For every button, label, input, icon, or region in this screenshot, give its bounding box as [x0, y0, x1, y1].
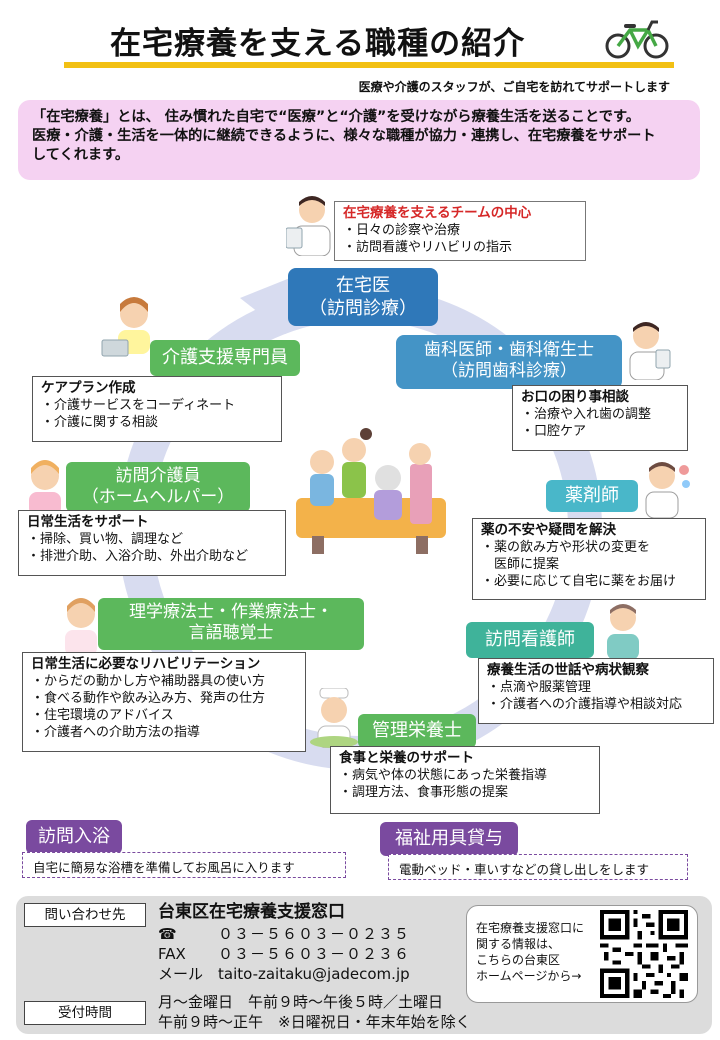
role-label-therapist: 理学療法士・作業療法士・ 言語聴覚士	[98, 598, 364, 650]
doctor-avatar	[286, 196, 331, 256]
list-item: ・薬の飲み方や形状の変更を	[481, 540, 651, 555]
page-subtitle: 医療や介護のスタッフが、ご自宅を訪れてサポートします	[358, 80, 670, 94]
role-label-pharmacist: 薬剤師	[546, 480, 638, 512]
pharmacist-info-box: 薬の不安や疑問を解決 ・薬の飲み方や形状の変更を 医師に提案 ・必要に応じて自宅…	[472, 518, 706, 600]
list-item: ・住宅環境のアドバイス	[31, 708, 174, 723]
nurse-info-box: 療養生活の世話や病状観察 ・点滴や服薬管理 ・介護者への介護指導や相談対応	[478, 658, 714, 724]
office-name: 台東区在宅療養支援窓口	[158, 902, 345, 922]
list-item: ・介護者への介護指導や相談対応	[487, 697, 683, 712]
role-label-care-manager: 介護支援専門員	[150, 340, 300, 376]
family-illustration	[296, 428, 446, 554]
therapist-avatar	[65, 598, 97, 656]
list-item: ・病気や体の状態にあった栄養指導	[339, 768, 548, 783]
role-label-line: （ホームヘルパー）	[81, 487, 235, 507]
intro-line: 医療・介護・生活を一体的に継続できるように、様々な職種が協力・連携し、在宅療養を…	[32, 128, 656, 144]
page-title: 在宅療養を支える職種の紹介	[110, 26, 526, 62]
service-desc-bath: 自宅に簡易な浴槽を準備してお風呂に入ります	[22, 852, 346, 878]
list-item: ・食べる動作や飲み込み方、発声の仕方	[31, 691, 266, 706]
therapist-info-box: 日常生活に必要なリハビリテーション ・からだの動かし方や補助器具の使い方 ・食べ…	[22, 652, 306, 752]
intro-panel: 「在宅療養」とは、 住み慣れた自宅で“医療”と“介護”を受けながら療養生活を送る…	[18, 100, 700, 180]
care-manager-info-box: ケアプラン作成 ・介護サービスをコーディネート ・介護に関する相談	[32, 376, 282, 442]
list-item: ・調理方法、食事形態の提案	[339, 785, 509, 800]
dietitian-info-box: 食事と栄養のサポート ・病気や体の状態にあった栄養指導 ・調理方法、食事形態の提…	[330, 746, 600, 814]
role-label-line: 訪問介護員	[115, 466, 201, 486]
service-desc-equipment: 電動ベッド・車いすなどの貸し出しをします	[388, 854, 688, 880]
qr-text-line: こちらの台東区	[476, 953, 561, 967]
mail-label: メール	[158, 965, 204, 983]
intro-line: 「在宅療養」とは、 住み慣れた自宅で“医療”と“介護”を受けながら療養生活を送る…	[32, 109, 640, 125]
telephone-icon: ☎	[158, 925, 177, 943]
list-item: 医師に提案	[481, 557, 560, 572]
role-label-line: 歯科医師・歯科衛生士	[424, 340, 594, 360]
qr-code-icon[interactable]	[600, 910, 688, 998]
role-label-doctor: 在宅医 （訪問診療）	[288, 268, 438, 326]
list-item: ・点滴や服薬管理	[487, 680, 592, 695]
role-label-dentist: 歯科医師・歯科衛生士 （訪問歯科診療）	[396, 335, 622, 389]
doctor-heading: 在宅療養を支えるチームの中心	[343, 205, 532, 221]
helper-heading: 日常生活をサポート	[27, 514, 149, 530]
pharmacist-heading: 薬の不安や疑問を解決	[481, 522, 616, 538]
tel-number: ０３－５６０３－０２３５	[218, 925, 411, 943]
fax-label: FAX	[158, 945, 186, 963]
hours-line: 月～金曜日 午前９時～午後５時／土曜日	[158, 993, 444, 1011]
nurse-heading: 療養生活の世話や病状観察	[487, 662, 649, 678]
hours-line: 午前９時～正午 ※日曜祝日・年末年始を除く	[158, 1013, 471, 1031]
hours-label: 受付時間	[24, 1001, 146, 1025]
service-label-equipment: 福祉用具貸与	[380, 822, 518, 856]
list-item: ・介護に関する相談	[41, 415, 159, 430]
list-item: ・治療や入れ歯の調整	[521, 407, 652, 422]
role-label-line: （訪問歯科診療）	[441, 361, 577, 381]
fax-number: ０３－５６０３－０２３６	[218, 945, 411, 963]
care-manager-heading: ケアプラン作成	[41, 380, 136, 396]
dentist-avatar	[629, 322, 671, 380]
qr-text-line: ホームページから→	[476, 969, 582, 983]
list-item: ・介護サービスをコーディネート	[41, 398, 236, 413]
list-item: ・必要に応じて自宅に薬をお届け	[481, 574, 677, 589]
dentist-info-box: お口の困り事相談 ・治療や入れ歯の調整 ・口腔ケア	[512, 385, 688, 451]
mail-address[interactable]: taito-zaitaku@jadecom.jp	[218, 965, 410, 983]
dentist-heading: お口の困り事相談	[521, 389, 629, 405]
qr-text-line: 関する情報は、	[476, 937, 561, 951]
qr-text-line: 在宅療養支援窓口に	[476, 921, 585, 935]
list-item: ・排泄介助、入浴介助、外出介助など	[27, 549, 249, 564]
dietitian-heading: 食事と栄養のサポート	[339, 750, 474, 766]
helper-avatar	[29, 460, 61, 516]
intro-line: してくれます。	[32, 147, 130, 163]
role-label-line: 言語聴覚士	[188, 623, 274, 643]
list-item: ・口腔ケア	[521, 424, 587, 439]
role-label-dietitian: 管理栄養士	[358, 714, 476, 748]
list-item: ・介護者への介助方法の指導	[31, 725, 201, 740]
therapist-heading: 日常生活に必要なリハビリテーション	[31, 656, 261, 672]
list-item: ・からだの動かし方や補助器具の使い方	[31, 674, 266, 689]
contact-label: 問い合わせ先	[24, 903, 146, 927]
care-manager-avatar	[101, 297, 150, 357]
role-label-nurse: 訪問看護師	[466, 622, 594, 658]
pharmacist-avatar	[645, 462, 690, 518]
role-label-helper: 訪問介護員 （ホームヘルパー）	[66, 462, 250, 512]
list-item: ・日々の診察や治療	[343, 223, 461, 238]
nurse-avatar	[607, 604, 639, 660]
list-item: ・掃除、買い物、調理など	[27, 532, 184, 547]
bicycle-icon	[605, 20, 669, 59]
service-label-bath: 訪問入浴	[26, 820, 122, 854]
dietitian-avatar	[310, 688, 358, 748]
role-label-line: （訪問診療）	[309, 298, 417, 319]
role-label-line: 理学療法士・作業療法士・	[129, 602, 333, 622]
role-label-line: 在宅医	[336, 275, 390, 296]
helper-info-box: 日常生活をサポート ・掃除、買い物、調理など ・排泄介助、入浴介助、外出介助など	[18, 510, 286, 576]
doctor-info-box: 在宅療養を支えるチームの中心 ・日々の診察や治療 ・訪問看護やリハビリの指示	[334, 201, 586, 261]
qr-description: 在宅療養支援窓口に 関する情報は、 こちらの台東区 ホームページから→	[476, 920, 584, 984]
title-underline	[64, 62, 674, 68]
list-item: ・訪問看護やリハビリの指示	[343, 240, 513, 255]
